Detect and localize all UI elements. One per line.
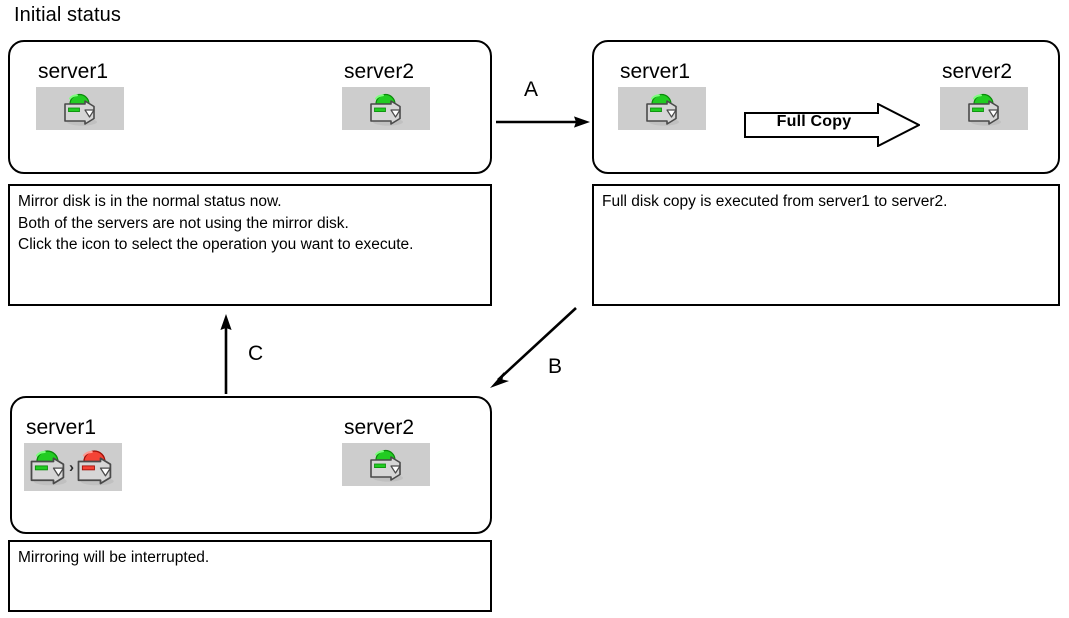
mirror-disk-normal-icon[interactable] [60, 92, 100, 126]
mirror-disk-error-icon[interactable] [73, 448, 117, 486]
server-label: server2 [942, 60, 1013, 83]
full-copy-label: Full Copy [776, 113, 852, 130]
page-title: Initial status [14, 4, 122, 26]
mirror-disk-normal-icon[interactable] [26, 448, 70, 486]
initial-status-panel[interactable]: server1 server2 [8, 40, 492, 174]
interrupted-description-box: Mirroring will be interrupted. [8, 540, 492, 612]
server-slot-server1[interactable]: server1 [36, 60, 124, 130]
mirror-disk-icon-tray[interactable] [36, 87, 124, 130]
server-label: server1 [620, 60, 691, 83]
full-copy-description-box: Full disk copy is executed from server1 … [592, 184, 1060, 306]
mirroring-interrupted-panel[interactable]: server1 › [10, 396, 492, 534]
icon-separator-chevron: › [69, 458, 74, 476]
server-slot-server2[interactable]: server2 [342, 60, 430, 130]
transition-label-a: A [524, 78, 539, 101]
transition-label-c: C [248, 342, 264, 365]
server-slot-server1[interactable]: server1 [618, 60, 706, 130]
full-copy-block-arrow-icon [744, 103, 920, 147]
full-copy-panel[interactable]: server1 server2 [592, 40, 1060, 174]
mirror-disk-icon-tray[interactable]: › [24, 443, 122, 491]
mirror-disk-normal-icon[interactable] [964, 92, 1004, 126]
transition-arrow-b [490, 307, 577, 388]
mirror-disk-icon-tray[interactable] [342, 443, 430, 486]
mirror-disk-normal-icon[interactable] [366, 448, 406, 482]
description-text: Full disk copy is executed from server1 … [602, 193, 948, 210]
transition-arrow-a [496, 116, 590, 128]
mirror-disk-icon-tray[interactable] [342, 87, 430, 130]
mirror-disk-normal-icon[interactable] [642, 92, 682, 126]
server-slot-server2[interactable]: server2 [342, 416, 430, 486]
server-label: server1 [38, 60, 109, 83]
mirror-disk-icon-tray[interactable] [940, 87, 1028, 130]
transition-label-b: B [548, 355, 563, 378]
description-text: Mirroring will be interrupted. [18, 549, 210, 566]
initial-status-description-box: Mirror disk is in the normal status now.… [8, 184, 492, 306]
server-label: server1 [26, 416, 97, 439]
server-label: server2 [344, 416, 415, 439]
transition-arrow-c [220, 314, 232, 394]
server-slot-server1[interactable]: server1 › [24, 416, 122, 491]
server-label: server2 [344, 60, 415, 83]
mirror-disk-normal-icon[interactable] [366, 92, 406, 126]
mirror-disk-icon-tray[interactable] [618, 87, 706, 130]
description-text: Mirror disk is in the normal status now.… [18, 193, 414, 253]
server-slot-server2[interactable]: server2 [940, 60, 1028, 130]
